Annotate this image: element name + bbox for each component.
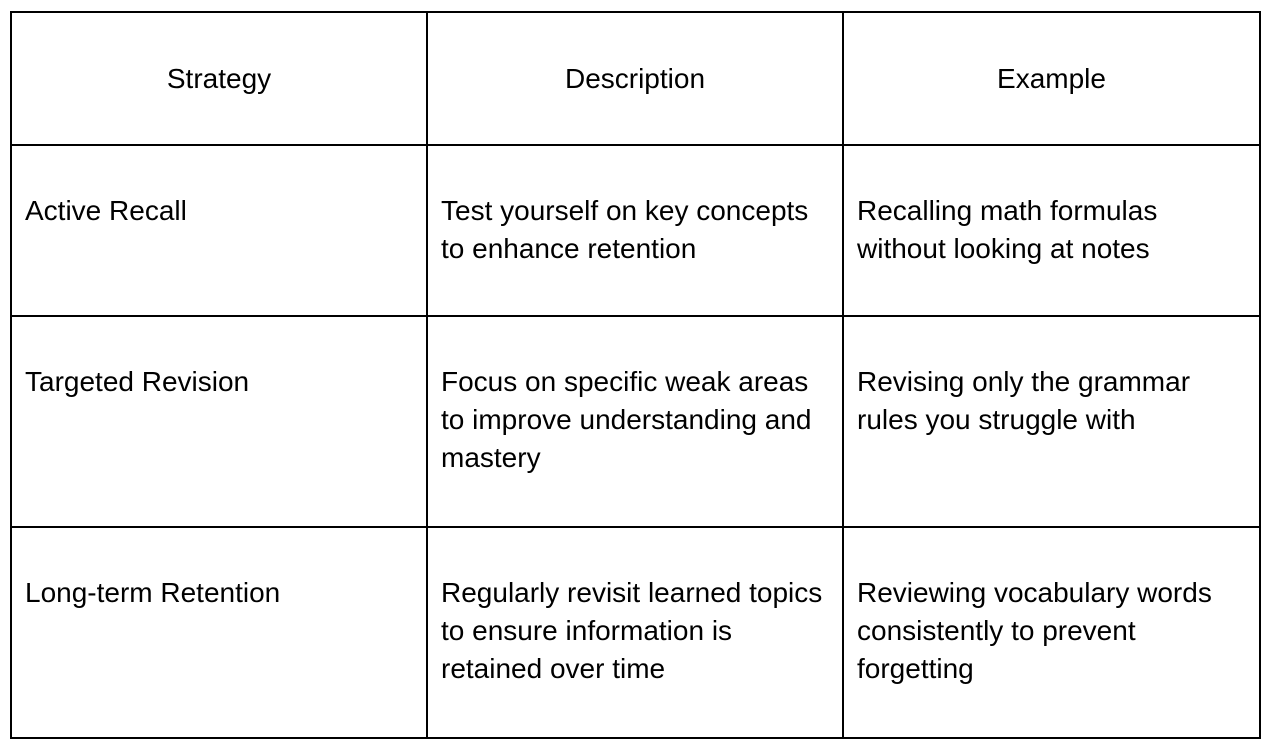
table-header-row: Strategy Description Example [10,11,1261,146]
header-description: Description [426,11,844,146]
strategy-table: Strategy Description Example Active Reca… [10,11,1261,739]
table-row: Targeted Revision Focus on specific weak… [10,315,1261,528]
cell-description: Test yourself on key concepts to enhance… [426,144,844,317]
cell-strategy: Active Recall [10,144,428,317]
cell-description: Regularly revisit learned topics to ensu… [426,526,844,739]
table-row: Active Recall Test yourself on key conce… [10,144,1261,317]
cell-example: Revising only the grammar rules you stru… [842,315,1261,528]
cell-strategy: Long-term Retention [10,526,428,739]
cell-example: Reviewing vocabulary words consistently … [842,526,1261,739]
table-row: Long-term Retention Regularly revisit le… [10,526,1261,739]
header-example: Example [842,11,1261,146]
cell-strategy: Targeted Revision [10,315,428,528]
cell-description: Focus on specific weak areas to improve … [426,315,844,528]
header-strategy: Strategy [10,11,428,146]
cell-example: Recalling math formulas without looking … [842,144,1261,317]
